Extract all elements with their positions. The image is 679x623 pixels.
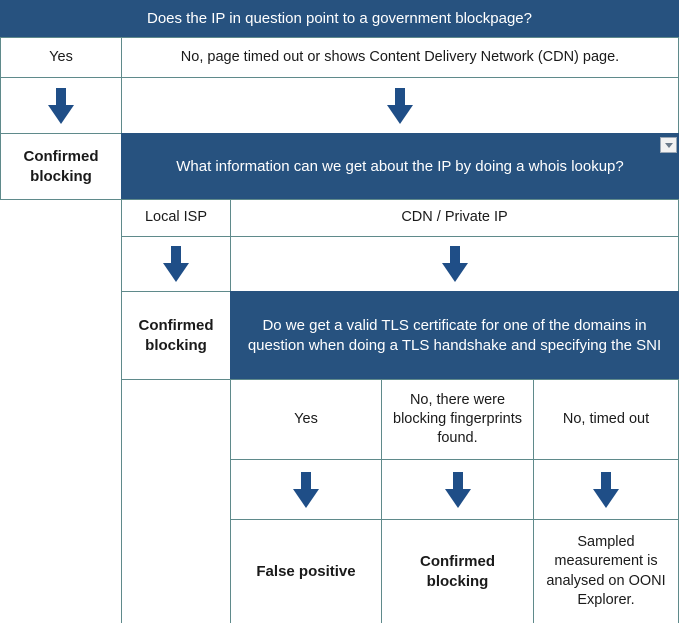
q1-answer-no: No, page timed out or shows Content Deli…	[121, 37, 679, 78]
arrow-down-icon	[48, 87, 74, 124]
q1-answer-yes: Yes	[0, 37, 122, 78]
left-spacer-column	[0, 199, 122, 623]
arrow-down-icon	[444, 471, 471, 508]
q3-outcome-0-label: False positive	[256, 562, 356, 580]
q3-answer-2-label: No, timed out	[562, 410, 650, 427]
q1-outcome-confirmed-blocking: Confirmed blocking	[0, 133, 122, 200]
q3-answer-1: No, there were blocking fingerprints fou…	[381, 379, 534, 460]
q2-answer-local-isp: Local ISP	[121, 199, 231, 237]
q2-cdn-arrow-cell	[230, 236, 679, 292]
arrow-down-icon	[163, 246, 189, 282]
q3-outcome-2-label: Sampled measurement is analysed on OONI …	[546, 534, 666, 608]
q2-answer-cdn-label: CDN / Private IP	[401, 209, 508, 226]
arrow-down-icon	[293, 471, 319, 508]
question-1-banner: Does the IP in question point to a gover…	[0, 0, 679, 38]
q1-yes-arrow-cell	[0, 77, 122, 134]
arrow-down-icon	[387, 87, 413, 124]
arrow-down-icon	[593, 471, 619, 508]
q3-answer-0-label: Yes	[294, 410, 318, 427]
q3-outcome-2: Sampled measurement is analysed on OONI …	[533, 519, 679, 623]
q3-answer-1-label: No, there were blocking fingerprints fou…	[393, 391, 522, 447]
q3-outcome-0: False positive	[230, 519, 382, 623]
q3-answer-2: No, timed out	[533, 379, 679, 460]
q3-answer-0: Yes	[230, 379, 382, 460]
q3-arrow-cell-0	[230, 459, 382, 520]
q2-answer-local-isp-label: Local ISP	[144, 209, 208, 226]
q3-outcome-1: Confirmed blocking	[381, 519, 534, 623]
question-3-banner: Do we get a valid TLS certificate for on…	[230, 291, 679, 380]
question-3-text: Do we get a valid TLS certificate for on…	[247, 316, 662, 354]
filter-dropdown-button[interactable]	[660, 137, 677, 153]
q3-arrow-cell-2	[533, 459, 679, 520]
q2-outcome-label: Confirmed blocking	[138, 316, 214, 354]
q2-answer-cdn: CDN / Private IP	[230, 199, 679, 237]
q2-local-isp-arrow-cell	[121, 236, 231, 292]
question-2-text: What information can we get about the IP…	[176, 157, 624, 175]
q3-arrow-cell-1	[381, 459, 534, 520]
question-1-text: Does the IP in question point to a gover…	[147, 10, 532, 28]
q1-outcome-label: Confirmed blocking	[23, 147, 99, 185]
q1-answer-no-label: No, page timed out or shows Content Deli…	[180, 48, 620, 65]
arrow-down-icon	[441, 246, 468, 282]
q1-answer-yes-label: Yes	[49, 48, 73, 65]
q2-outcome-spacer-column	[121, 379, 231, 623]
chevron-down-icon	[664, 142, 673, 148]
q2-outcome-confirmed-blocking: Confirmed blocking	[121, 291, 231, 380]
q1-no-arrow-cell	[121, 77, 679, 134]
question-2-banner: What information can we get about the IP…	[121, 133, 679, 200]
q3-outcome-1-label: Confirmed blocking	[420, 552, 495, 590]
